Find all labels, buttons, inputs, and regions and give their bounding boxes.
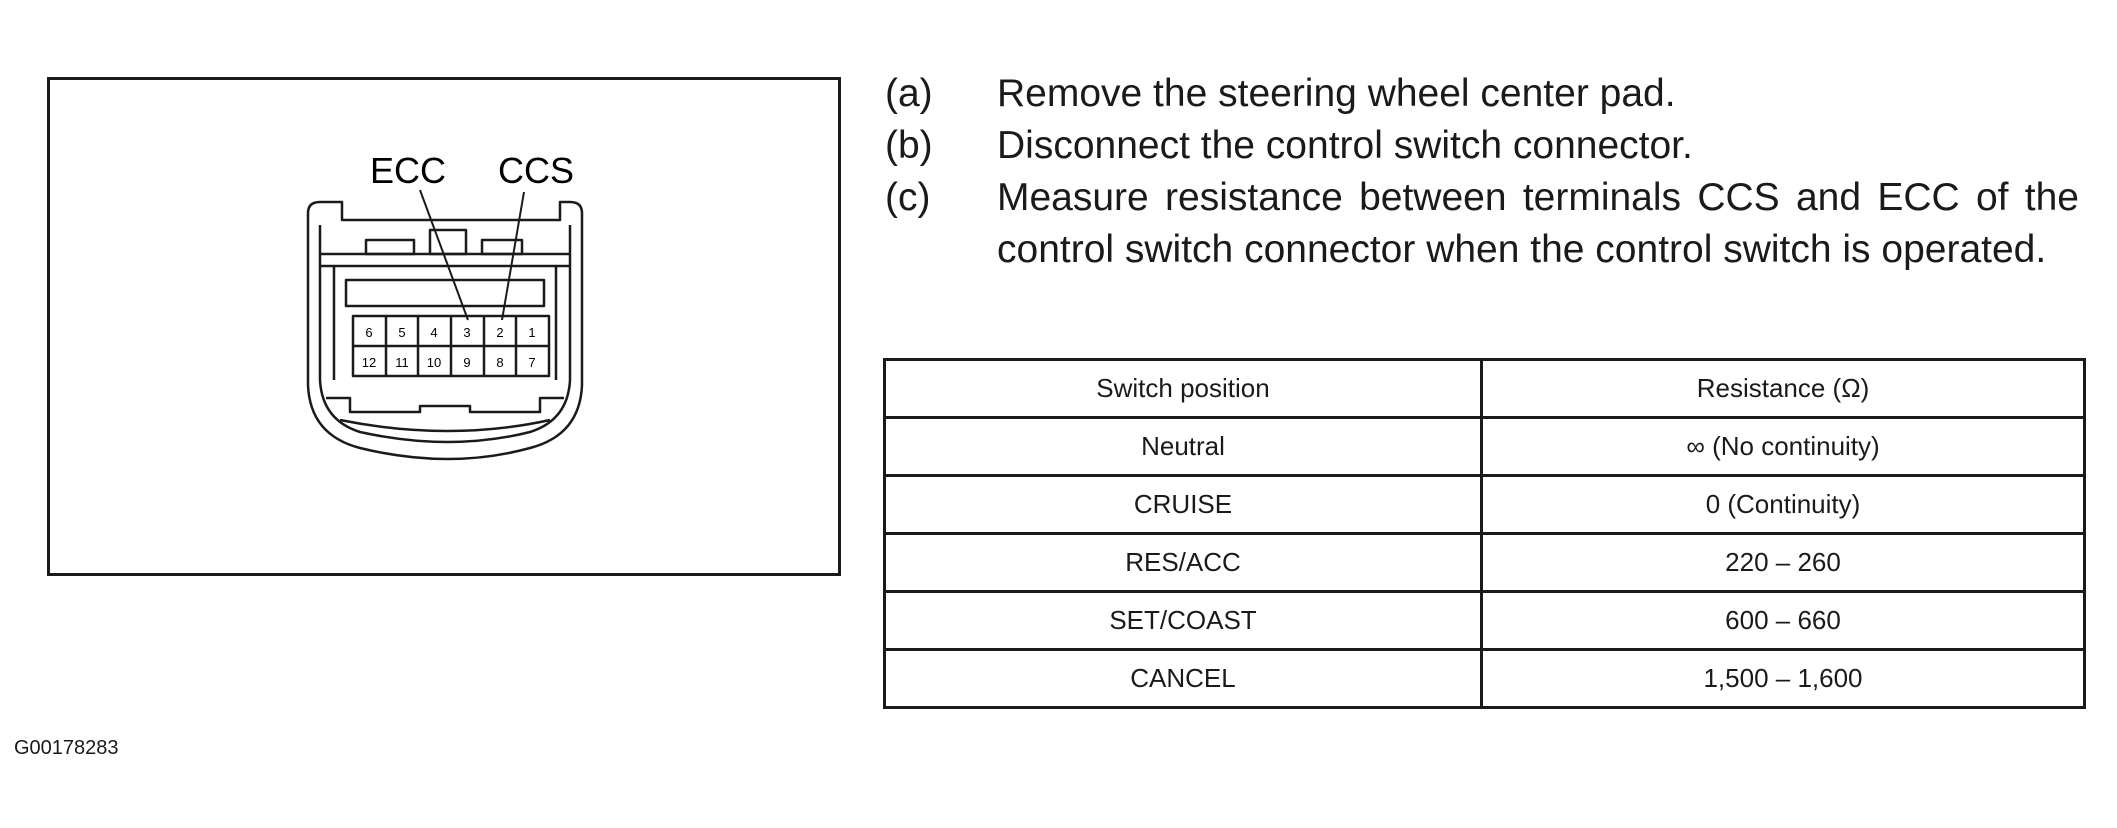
step-text: Remove the steering wheel center pad.: [997, 72, 1676, 115]
pin-number: 7: [528, 355, 535, 370]
instruction-steps: (a) Remove the steering wheel center pad…: [885, 68, 2085, 276]
table-row: SET/COAST 600 – 660: [883, 590, 2086, 651]
pin-number: 10: [427, 355, 441, 370]
step-letter: (a): [885, 72, 933, 115]
resistance-cell: ∞ (No continuity): [1480, 416, 2086, 477]
pin-number: 4: [430, 325, 437, 340]
column-header-resistance: Resistance (Ω): [1480, 358, 2086, 419]
table-row: RES/ACC 220 – 260: [883, 532, 2086, 593]
table-row: CRUISE 0 (Continuity): [883, 474, 2086, 535]
pin-number: 5: [398, 325, 405, 340]
switch-position-cell: SET/COAST: [883, 590, 1483, 651]
step-letter: (c): [885, 176, 931, 219]
pin-number: 11: [395, 355, 409, 370]
connector-drawing: ECC CCS 6 5 4 3 2 1 12 11 10 9 8 7: [306, 150, 584, 461]
switch-position-cell: CRUISE: [883, 474, 1483, 535]
connector-diagram: ECC CCS 6 5 4 3 2 1 12 11 10 9 8 7: [47, 77, 841, 576]
pin-number: 12: [362, 355, 376, 370]
pin-number: 6: [365, 325, 372, 340]
table-row: CANCEL 1,500 – 1,600: [883, 648, 2086, 709]
table-row: Neutral ∞ (No continuity): [883, 416, 2086, 477]
resistance-cell: 1,500 – 1,600: [1480, 648, 2086, 709]
pin-number: 2: [496, 325, 503, 340]
step-b: (b) Disconnect the control switch connec…: [885, 120, 2085, 172]
pin-number: 9: [463, 355, 470, 370]
pin-number: 8: [496, 355, 503, 370]
column-header-switch-position: Switch position: [883, 358, 1483, 419]
ccs-label: CCS: [498, 150, 574, 191]
resistance-table: Switch position Resistance (Ω) Neutral ∞…: [883, 358, 2086, 709]
pin-number: 3: [463, 325, 470, 340]
switch-position-cell: Neutral: [883, 416, 1483, 477]
figure-id: G00178283: [14, 737, 119, 759]
resistance-cell: 600 – 660: [1480, 590, 2086, 651]
step-text: Disconnect the control switch connector.: [997, 124, 1693, 167]
step-c: (c) Measure resistance between terminals…: [885, 172, 2085, 276]
step-letter: (b): [885, 124, 933, 167]
table-header-row: Switch position Resistance (Ω): [883, 358, 2086, 419]
ecc-label: ECC: [370, 150, 446, 191]
step-text: Measure resistance between terminals CCS…: [997, 176, 2079, 271]
switch-position-cell: RES/ACC: [883, 532, 1483, 593]
step-a: (a) Remove the steering wheel center pad…: [885, 68, 2085, 120]
pin-number: 1: [528, 325, 535, 340]
switch-position-cell: CANCEL: [883, 648, 1483, 709]
resistance-cell: 0 (Continuity): [1480, 474, 2086, 535]
resistance-cell: 220 – 260: [1480, 532, 2086, 593]
